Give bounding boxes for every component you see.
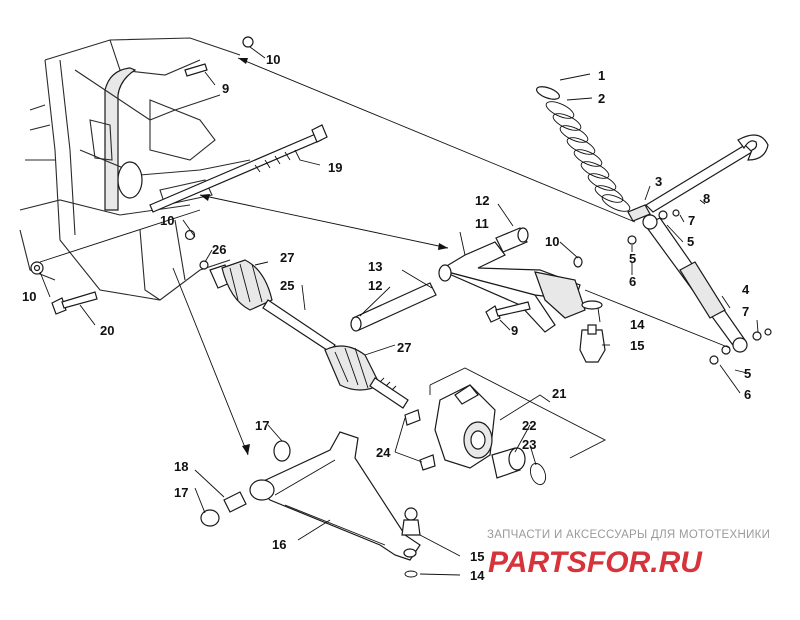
bolt-9-lower	[485, 301, 531, 323]
callout-15a: 15	[630, 338, 644, 353]
drive-axle-25	[199, 259, 409, 409]
assembly-arrows	[39, 57, 731, 456]
callout-23: 23	[522, 437, 536, 452]
callout-27b: 27	[397, 340, 411, 355]
callout-16: 16	[272, 537, 286, 552]
callout-12b: 12	[368, 278, 382, 293]
callout-3: 3	[655, 174, 662, 189]
lower-a-arm-16	[249, 431, 421, 561]
callout-4: 4	[742, 282, 750, 297]
callout-10a: 10	[266, 52, 280, 67]
watermark-tagline: ЗАПЧАСТИ И АКСЕССУАРЫ ДЛЯ МОТОТЕХНИКИ	[487, 529, 770, 541]
callout-8: 8	[703, 191, 710, 206]
watermark: ЗАПЧАСТИ И АКСЕССУАРЫ ДЛЯ МОТОТЕХНИКИ PA…	[487, 529, 770, 579]
callout-15b: 15	[470, 549, 484, 564]
callout-10d: 10	[545, 234, 559, 249]
callout-1: 1	[598, 68, 605, 83]
callout-14a: 14	[630, 317, 645, 332]
bushing-18	[200, 440, 291, 527]
bolt-20	[51, 291, 98, 315]
callout-7a: 7	[688, 213, 695, 228]
callout-5c: 5	[744, 366, 751, 381]
ball-joint-upper	[579, 300, 606, 363]
callout-21: 21	[552, 386, 566, 401]
shock-absorber-4	[627, 209, 772, 365]
vehicle-frame	[19, 37, 251, 301]
steering-knuckle-21	[404, 384, 496, 471]
snap-ring-23	[529, 462, 547, 486]
callout-20: 20	[100, 323, 114, 338]
callout-27a: 27	[280, 250, 294, 265]
callout-18: 18	[174, 459, 188, 474]
callout-9b: 9	[511, 323, 518, 338]
callout-6b: 6	[744, 387, 751, 402]
callout-17a: 17	[255, 418, 269, 433]
callout-6a: 6	[629, 274, 636, 289]
callout-5a: 5	[687, 234, 694, 249]
callout-10c: 10	[22, 289, 36, 304]
callout-12a: 12	[475, 193, 489, 208]
callout-10b: 10	[160, 213, 174, 228]
callout-5b: 5	[629, 251, 636, 266]
long-bolt-19	[149, 124, 328, 213]
frame-nuts	[30, 36, 254, 275]
callout-labels: 1 2 3 4 5 5 5 6 6 7 7 8 9 9 10 10 10 10 …	[22, 52, 751, 583]
ball-joint-lower	[401, 507, 421, 578]
callout-14b: 14	[470, 568, 485, 583]
callout-9a: 9	[222, 81, 229, 96]
coil-spring-2	[535, 86, 651, 222]
callout-26: 26	[212, 242, 226, 257]
bushing-13	[350, 282, 437, 332]
bearing-22	[491, 447, 526, 479]
upper-a-arm-11	[438, 227, 586, 333]
callout-19: 19	[328, 160, 342, 175]
leader-lines	[39, 46, 759, 576]
callout-11: 11	[475, 216, 489, 231]
callout-13: 13	[368, 259, 382, 274]
callout-17b: 17	[174, 485, 188, 500]
callout-25: 25	[280, 278, 294, 293]
callout-24: 24	[376, 445, 391, 460]
spanner-wrench-8	[645, 134, 769, 213]
watermark-brand: PARTSFOR.RU	[488, 546, 703, 579]
callout-2: 2	[598, 91, 605, 106]
callout-7b: 7	[742, 304, 749, 319]
callout-22: 22	[522, 418, 536, 433]
